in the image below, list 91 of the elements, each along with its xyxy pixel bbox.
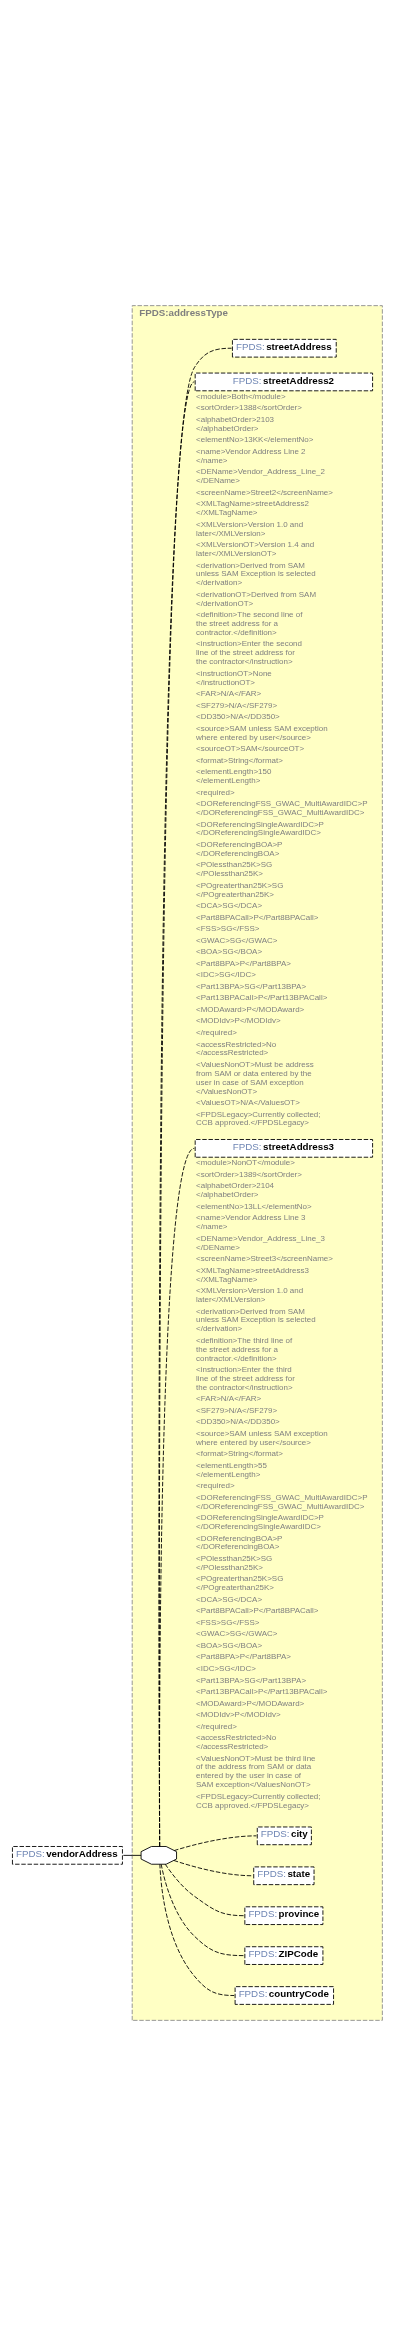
node-label: <DOReferencingBOA>P</DOReferencingBOA> — [196, 839, 283, 858]
node-label: <screenName>Street3</screenName> — [196, 1253, 333, 1263]
node-label: <BOA>SG</BOA> — [196, 946, 263, 956]
node-label: <source>SAM unless SAM exception where entered by user</source> — [196, 723, 328, 742]
node-label: <FAR>N/A</FAR> — [196, 688, 262, 698]
node-label: <SF279>N/A</SF279> — [196, 1405, 278, 1415]
node-label: <MODIdv>P</MODIdv> — [196, 1015, 281, 1025]
node-label: <GWAC>SG</GWAC> — [196, 935, 278, 945]
node-label: <name>Vendor Address Line 3</name> — [196, 1212, 306, 1231]
node-label: <MODIdv>P</MODIdv> — [196, 1709, 281, 1719]
node-label: <XMLVersion>Version 1.0 and later</XMLVersion> — [196, 1285, 304, 1304]
node-label: <accessRestricted>No</accessRestricted> — [196, 1039, 277, 1057]
node-label: <DCA>SG</DCA> — [196, 1594, 263, 1604]
node-label: <IDC>SG</IDC> — [196, 969, 256, 979]
connector — [159, 1863, 235, 1996]
node-label: <FSS>SG</FSS> — [196, 1617, 260, 1627]
node-label: <Part13BPACall>P</Part13BPACall> — [196, 992, 328, 1002]
node-label: <XMLTagName>streetAddress2</XMLTagName> — [196, 498, 309, 517]
connector — [158, 347, 232, 1847]
node-label: <DOReferencingBOA>P</DOReferencingBOA> — [196, 1533, 283, 1551]
node-label: <derivationOT>Derived from SAM</derivationOT> — [196, 589, 317, 608]
node-label: <Part8BPA>P</Part8BPA> — [196, 958, 292, 968]
connector — [173, 1859, 254, 1876]
node-label: <XMLTagName>streetAddress3</XMLTagName> — [196, 1265, 309, 1284]
node-label: <derivation>Derived from SAM unless SAM Exception is selected</derivation> — [196, 1306, 316, 1333]
node-label: <Part8BPA>P</Part8BPA> — [196, 1651, 292, 1661]
node-label: <POgreaterthan25K>SG</POgreaterthan25K> — [196, 880, 284, 899]
node-label: <SF279>N/A</SF279> — [196, 700, 278, 710]
node-octagon — [140, 1845, 177, 1865]
node-label: <sortOrder>1388</sortOrder> — [196, 403, 302, 412]
node-label: <XMLVersionOT>Version 1.4 and later</XMLVersionOT> — [196, 539, 315, 558]
node-label: <MODAward>P</MODAward> — [196, 1698, 305, 1708]
node-label: <DOReferencingSingleAwardIDC>P</DOReferencingSingleAwardIDC> — [196, 1512, 324, 1531]
node-label: <screenName>Street2</screenName> — [196, 487, 333, 497]
node-label: <FPDSLegacy>Currently collected; CCB approved.</FPDSLegacy> — [196, 1109, 321, 1127]
node-label: <POlessthan25K>SG</POlessthan25K> — [196, 859, 273, 878]
node-label: <Part8BPACall>P</Part8BPACall> — [196, 912, 319, 922]
node-label: <instruction>Enter the second line of the street address for the contractor</instruction> — [196, 638, 302, 666]
connector — [173, 1834, 257, 1851]
node-label: <elementLength>150</elementLength> — [196, 766, 272, 785]
node-label: <DOReferencingSingleAwardIDC>P</DOReferencingSingleAwardIDC> — [196, 819, 324, 837]
node-label: <FSS>SG</FSS> — [196, 923, 260, 933]
node-label: <XMLVersion>Version 1.0 and later</XMLVersion> — [196, 519, 304, 538]
node-label: <elementLength>55</elementLength> — [196, 1460, 267, 1479]
node-label: <instructionOT>None</instructionOT> — [196, 668, 272, 687]
connector — [164, 1863, 245, 1916]
node-label: <DEName>Vendor_Address_Line_3</DEName> — [196, 1233, 325, 1252]
node-label: <DCA>SG</DCA> — [196, 900, 263, 910]
node-label: </required> — [196, 1721, 237, 1731]
node-label: <DOReferencingFSS_GWAC_MultiAwardIDC>P</DOReferencingFSS_GWAC_MultiAwardIDC> — [196, 1492, 368, 1511]
node-label: <MODAward>P</MODAward> — [196, 1004, 305, 1014]
node-label: <POlessthan25K>SG</POlessthan25K> — [196, 1553, 273, 1572]
node-label: <name>Vendor Address Line 2</name> — [196, 446, 306, 465]
node-label: <module>Both</module> — [196, 391, 286, 401]
node-label: <definition>The second line of the street address for a contractor.</definition> — [196, 609, 303, 637]
node-label: <format>String</format> — [196, 1448, 283, 1458]
node-label: <sourceOT>SAM</sourceOT> — [196, 743, 305, 753]
node-label: <Part13BPA>SG</Part13BPA> — [196, 981, 307, 991]
node-label: <DOReferencingFSS_GWAC_MultiAwardIDC>P</DOReferencingFSS_GWAC_MultiAwardIDC> — [196, 798, 368, 817]
node-label: <ValuesOT>N/A</ValuesOT> — [196, 1097, 300, 1107]
node-label: <Part8BPACall>P</Part8BPACall> — [196, 1605, 319, 1615]
node-label: <DD350>N/A</DD350> — [196, 1416, 280, 1426]
node-label: <required> — [196, 1480, 235, 1490]
node-label: <ValuesNonOT>Must be address from SAM or data entered by the user in case of SAM exception </ValuesNonOT> — [196, 1059, 314, 1096]
node-label: <derivation>Derived from SAM unless SAM Exception is selected</derivation> — [196, 560, 316, 587]
node-label: <definition>The third line of the street address for a contractor.</definition> — [196, 1335, 293, 1363]
node-label: <accessRestricted>No</accessRestricted> — [196, 1732, 277, 1751]
node-label: <required> — [196, 787, 235, 797]
node-label: <elementNo>13KK</elementNo> — [196, 434, 314, 444]
node-label: <BOA>SG</BOA> — [196, 1640, 263, 1650]
node-label: <DEName>Vendor_Address_Line_2</DEName> — [196, 466, 325, 485]
node-label: <sortOrder>1389</sortOrder> — [196, 1169, 302, 1179]
node-label: <POgreaterthan25K>SG</POgreaterthan25K> — [196, 1573, 284, 1592]
node-label: <GWAC>SG</GWAC> — [196, 1628, 278, 1638]
node-label: <alphabetOrder>2103</alphabetOrder> — [196, 414, 275, 433]
node-label: <elementNo>13LL</elementNo> — [196, 1201, 312, 1211]
node-label: </required> — [196, 1027, 237, 1037]
node-label: <module>NonOT</module> — [196, 1157, 295, 1167]
connector — [160, 1863, 245, 1956]
node-label: <Part13BPACall>P</Part13BPACall> — [196, 1686, 328, 1696]
node-label: <FAR>N/A</FAR> — [196, 1393, 262, 1403]
node-label: <source>SAM unless SAM exception where entered by user</source> — [196, 1428, 328, 1447]
node-label: <IDC>SG</IDC> — [196, 1663, 256, 1673]
node-label: <instruction>Enter the third line of the street address for the contractor</instruction> — [196, 1364, 295, 1392]
node-label: <DD350>N/A</DD350> — [196, 711, 280, 721]
node-label: <ValuesNonOT>Must be third line of the address from SAM or data entered by the user in case of SAM exception</ValuesNonOT> — [196, 1753, 316, 1789]
node-label: <Part13BPA>SG</Part13BPA> — [196, 1675, 307, 1685]
node-label: <FPDSLegacy>Currently collected; CCB approved.</FPDSLegacy> — [196, 1791, 321, 1810]
node-label: <format>String</format> — [196, 755, 283, 765]
node-label: <alphabetOrder>2104</alphabetOrder> — [196, 1180, 275, 1199]
connector — [122, 1854, 142, 1856]
